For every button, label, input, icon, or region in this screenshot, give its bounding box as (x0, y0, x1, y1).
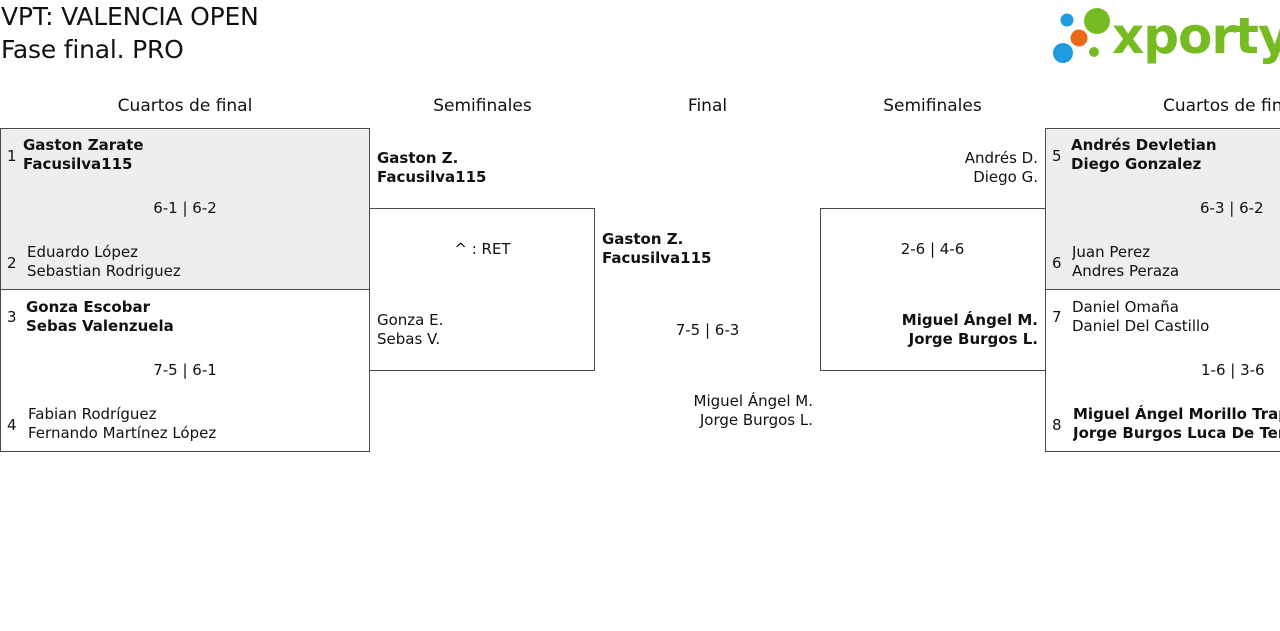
match-score: 7-5 | 6-1 (153, 361, 217, 379)
seed-number: 2 (7, 254, 17, 272)
player-name: Sebas V. (377, 330, 441, 348)
match-score: ^ : RET (454, 240, 511, 258)
player-name: Facusilva115 (602, 249, 712, 267)
team-sf-right-bottom[interactable]: Miguel Ángel M. Jorge Burgos L. (820, 311, 1038, 349)
xporty-logo: xporty (1050, 4, 1280, 68)
player-name: Fabian Rodríguez (28, 405, 157, 423)
player-name: Sebastian Rodriguez (27, 262, 181, 280)
player-name: Miguel Ángel Morillo Traper (1073, 405, 1280, 423)
player-name: Fernando Martínez López (28, 424, 217, 442)
player-name: Andres Peraza (1072, 262, 1180, 280)
match-score: 6-3 | 6-2 (1200, 199, 1264, 217)
seed-number: 7 (1052, 308, 1062, 326)
seed-number: 8 (1052, 416, 1062, 434)
match-score: 2-6 | 4-6 (900, 240, 965, 258)
player-name: Diego G. (973, 168, 1038, 186)
match-score: 7-5 | 6-3 (675, 321, 740, 339)
team-qf4-top[interactable]: Daniel Omaña Daniel Del Castillo (1072, 298, 1280, 336)
player-name: Miguel Ángel M. (693, 392, 813, 410)
player-name: Daniel Omaña (1072, 298, 1179, 316)
round-header-quarters-left: Cuartos de final (117, 96, 253, 116)
team-final-top[interactable]: Gaston Z. Facusilva115 (602, 230, 711, 268)
round-header-semis-right: Semifinales (883, 96, 982, 116)
player-name: Juan Perez (1072, 243, 1151, 261)
seed-number: 1 (7, 147, 17, 165)
player-name: Jorge Burgos Luca De Tena (1073, 424, 1280, 442)
team-qf1-top[interactable]: Gaston Zarate Facusilva115 (23, 136, 144, 174)
team-qf1-bottom[interactable]: Eduardo López Sebastian Rodriguez (27, 243, 181, 281)
team-sf-left-top[interactable]: Gaston Z. Facusilva115 (377, 149, 486, 187)
team-qf4-bottom[interactable]: Miguel Ángel Morillo Traper Jorge Burgos… (1073, 405, 1280, 443)
match-box-sf-left[interactable] (369, 208, 595, 371)
player-name: Eduardo López (27, 243, 138, 261)
player-name: Facusilva115 (377, 168, 487, 186)
tournament-subtitle: Fase final. PRO (1, 35, 184, 64)
match-box-qf1[interactable] (0, 128, 370, 290)
player-name: Gaston Z. (602, 230, 684, 248)
tournament-title: VPT: VALENCIA OPEN (1, 2, 259, 31)
player-name: Sebas Valenzuela (26, 317, 174, 335)
xporty-logo-text: xporty (1112, 7, 1280, 65)
match-score: 6-1 | 6-2 (153, 199, 217, 217)
seed-number: 3 (7, 308, 17, 326)
team-qf2-top[interactable]: Gonza Escobar Sebas Valenzuela (26, 298, 174, 336)
round-header-final: Final (687, 96, 728, 116)
match-box-qf4[interactable] (1045, 289, 1280, 452)
seed-number: 5 (1052, 147, 1062, 165)
player-name: Gaston Zarate (23, 136, 144, 154)
player-name: Gaston Z. (377, 149, 459, 167)
player-name: Gonza E. (377, 311, 444, 329)
team-sf-left-bottom[interactable]: Gonza E. Sebas V. (377, 311, 443, 349)
round-header-semis-left: Semifinales (433, 96, 532, 116)
player-name: Andrés D. (964, 149, 1038, 167)
team-qf3-top[interactable]: Andrés Devletian Diego Gonzalez (1071, 136, 1280, 174)
team-qf3-bottom[interactable]: Juan Perez Andres Peraza (1072, 243, 1280, 281)
player-name: Miguel Ángel M. (901, 311, 1038, 329)
player-name: Daniel Del Castillo (1072, 317, 1210, 335)
player-name: Gonza Escobar (26, 298, 150, 316)
round-header-quarters-right: Cuartos de final (1163, 96, 1280, 116)
team-qf2-bottom[interactable]: Fabian Rodríguez Fernando Martínez López (28, 405, 216, 443)
match-score: 1-6 | 3-6 (1201, 361, 1265, 379)
player-name: Diego Gonzalez (1071, 155, 1202, 173)
team-final-bottom[interactable]: Miguel Ángel M. Jorge Burgos L. (595, 392, 813, 430)
player-name: Jorge Burgos L. (699, 411, 813, 429)
team-sf-right-top[interactable]: Andrés D. Diego G. (820, 149, 1038, 187)
player-name: Jorge Burgos L. (908, 330, 1038, 348)
seed-number: 6 (1052, 254, 1062, 272)
player-name: Facusilva115 (23, 155, 133, 173)
seed-number: 4 (7, 416, 17, 434)
xporty-logo-dots (1053, 8, 1110, 63)
player-name: Andrés Devletian (1071, 136, 1217, 154)
